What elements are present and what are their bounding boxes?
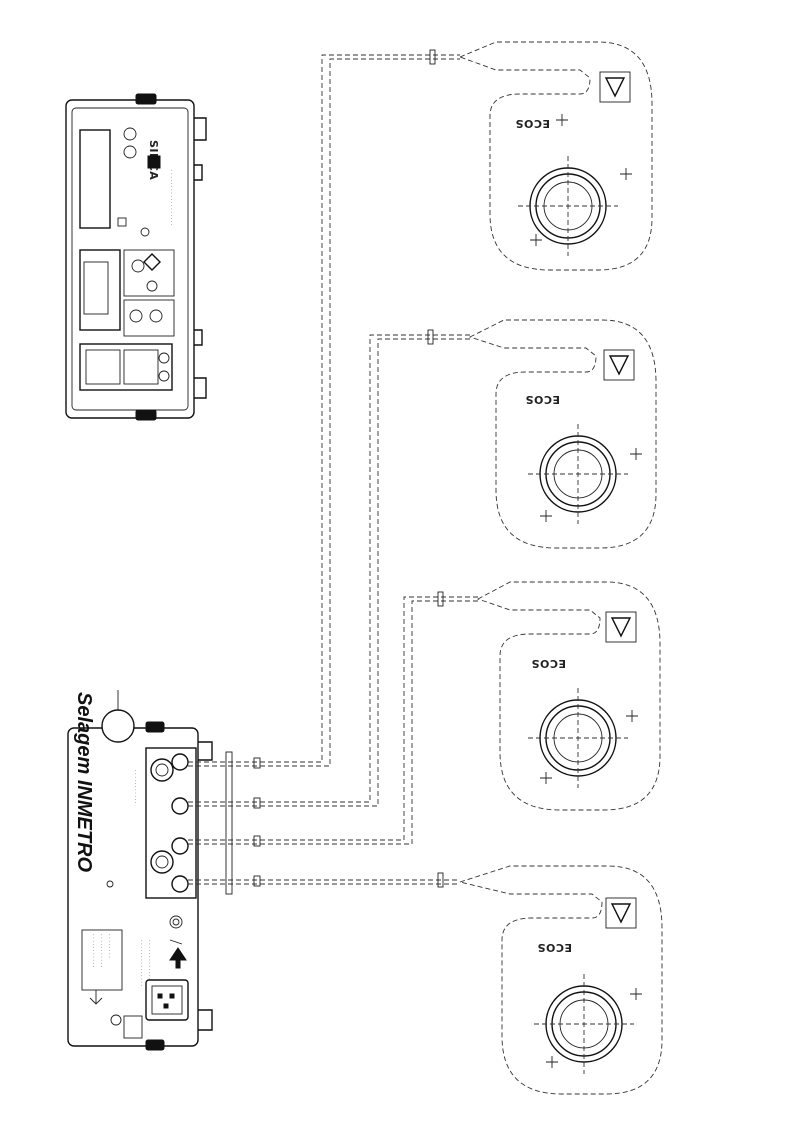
svg-text:· · · · · · · · · · · · · · ·: · · · · · · · · · · · · · · · · · · <box>168 170 174 226</box>
svg-text:ECOS: ECOS <box>525 393 560 406</box>
cable-bundle <box>188 49 478 895</box>
sensor-1: ECOS <box>458 41 653 271</box>
cable-gland-1 <box>150 758 174 782</box>
sensor-1-brand: ECOS <box>515 117 550 130</box>
sensor-3-brand: ECOS <box>531 657 566 670</box>
svg-text:· · · · · · · ·: · · · · · · · · <box>106 934 112 958</box>
sensor-2: ECOS <box>468 319 657 549</box>
stamp-label: Selagem INMETRO <box>73 692 95 872</box>
svg-text:· · · · · · · · · · ·: · · · · · · · · · · · <box>90 934 96 968</box>
sensor-3: ECOS <box>476 581 661 811</box>
svg-text:· · · · · · · · · · ·: · · · · · · · · · · · <box>98 934 104 968</box>
junction-box: · · · · · · · · · · · · · · · · · · · · … <box>67 709 213 1051</box>
svg-text:· · · · · · · · · · · · ·: · · · · · · · · · · · · · <box>146 940 152 980</box>
svg-text:ECOS: ECOS <box>537 941 572 954</box>
svg-text:ECOS: ECOS <box>515 117 550 130</box>
sensor-2-brand: ECOS <box>525 393 560 406</box>
controller-unit: SINCA · · · · · · · · · · · · · · · · · … <box>65 93 207 421</box>
svg-text:Selagem INMETRO: Selagem INMETRO <box>73 692 95 872</box>
inmetro-seal <box>101 709 135 743</box>
svg-text:· · · · · · · · · · ·: · · · · · · · · · · · <box>132 770 138 804</box>
svg-text:· · · · · · · · · · · · · · ·: · · · · · · · · · · · · · · · <box>138 940 144 987</box>
svg-text:ECOS: ECOS <box>531 657 566 670</box>
sensor-4-brand: ECOS <box>537 941 572 954</box>
cable-gland-2 <box>150 850 174 874</box>
sensor-4: ECOS <box>458 865 663 1095</box>
